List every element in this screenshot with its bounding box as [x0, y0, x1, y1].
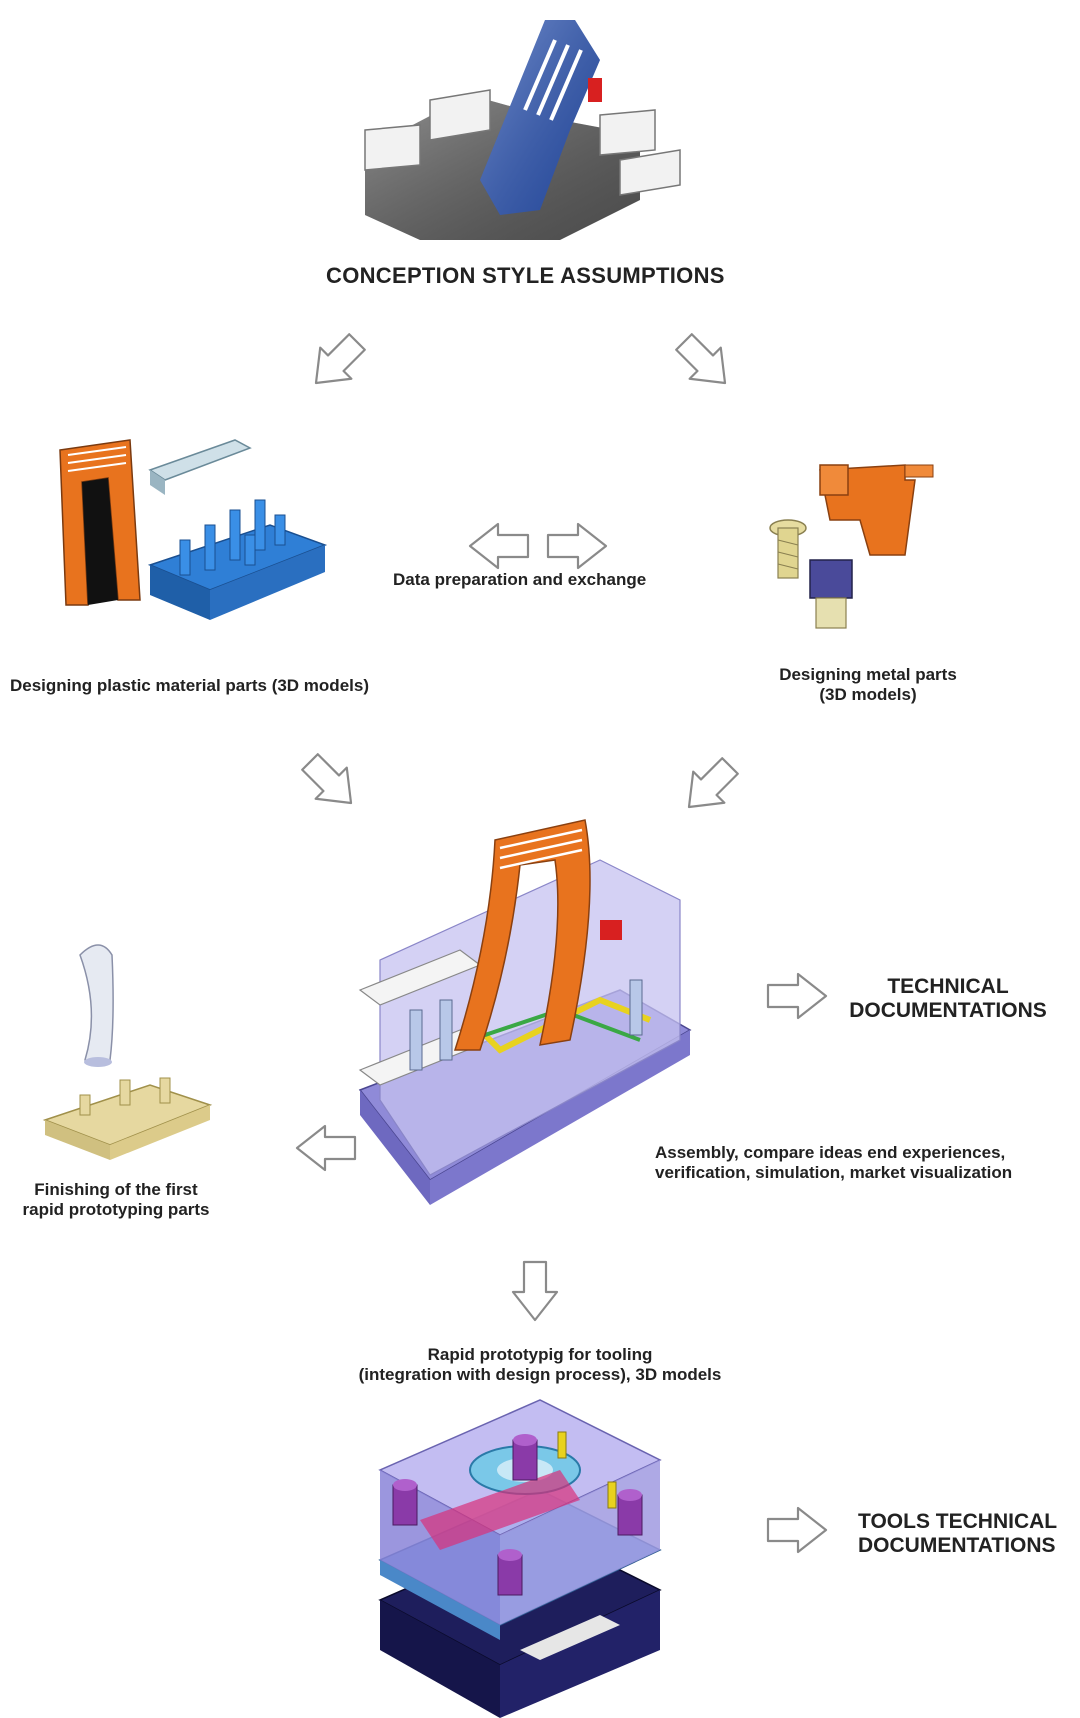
- assembly-label-line1: Assembly, compare ideas end experiences,: [655, 1143, 1006, 1162]
- hollow-arrow-icon: [766, 1506, 828, 1554]
- conception-label: CONCEPTION STYLE ASSUMPTIONS: [326, 263, 725, 288]
- metal-parts-image: [769, 464, 934, 629]
- assembly-label-line2: verification, simulation, market visuali…: [655, 1162, 1013, 1182]
- tools-docs-label-line1: TOOLS TECHNICAL: [858, 1510, 1058, 1533]
- hollow-arrow-icon: [293, 745, 368, 820]
- plastic-parts-image: [59, 439, 328, 620]
- conception-sketch-image: [364, 20, 681, 240]
- data-exchange-label: Data preparation and exchange: [393, 570, 647, 589]
- assembly-label: Assembly, compare ideas end experiences,…: [655, 1143, 1012, 1182]
- tools-docs-label: TOOLS TECHNICAL DOCUMENTATIONS: [858, 1510, 1057, 1558]
- hollow-arrow-icon: [299, 325, 374, 400]
- mold-tool-image: [378, 1399, 662, 1718]
- metal-parts-label-line2: (3D models): [819, 684, 917, 704]
- double-arrow-icon: [468, 522, 608, 570]
- rapid-parts-label-line2: rapid prototyping parts: [22, 1199, 210, 1219]
- hollow-arrow-icon: [766, 972, 828, 1020]
- plastic-parts-label: Designing plastic material parts (3D mod…: [10, 676, 369, 695]
- hollow-arrow-icon: [511, 1260, 559, 1322]
- metal-parts-label: Designing metal parts (3D models): [758, 665, 978, 704]
- technical-docs-label-line2: DOCUMENTATIONS: [849, 999, 1047, 1023]
- hollow-arrow-icon: [295, 1124, 357, 1172]
- technical-docs-label-line1: TECHNICAL: [887, 975, 1009, 998]
- rapid-parts-label: Finishing of the first rapid prototyping…: [0, 1180, 232, 1219]
- hollow-arrow-icon: [672, 749, 747, 824]
- rapid-tooling-label: Rapid prototypig for tooling (integratio…: [300, 1345, 780, 1384]
- tools-docs-label-line2: DOCUMENTATIONS: [858, 1534, 1056, 1558]
- rapid-tooling-label-line2: (integration with design process), 3D mo…: [358, 1364, 722, 1384]
- technical-docs-label: TECHNICAL DOCUMENTATIONS: [843, 975, 1053, 1023]
- rapid-tooling-label-line1: Rapid prototypig for tooling: [427, 1345, 653, 1364]
- rapid-prototyping-parts-image: [42, 944, 213, 1160]
- hollow-arrow-icon: [667, 325, 742, 400]
- rapid-parts-label-line1: Finishing of the first: [34, 1180, 198, 1199]
- assembly-image: [358, 819, 692, 1205]
- metal-parts-label-line1: Designing metal parts: [779, 665, 957, 684]
